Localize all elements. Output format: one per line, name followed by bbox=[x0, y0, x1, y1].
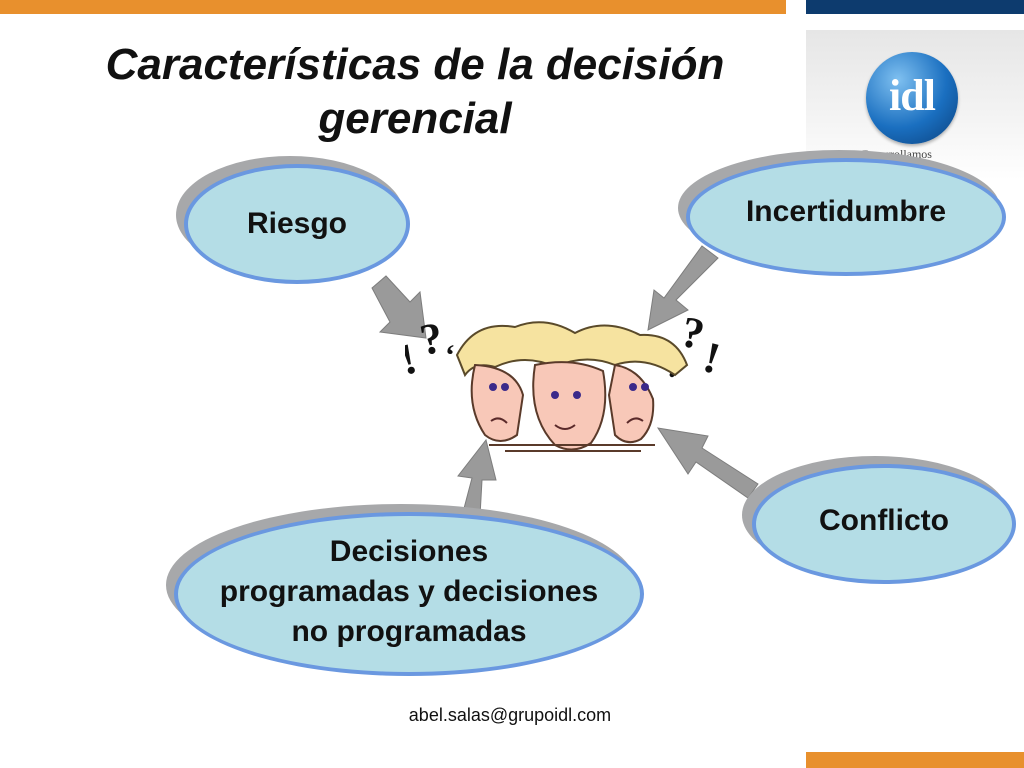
slide-title: Características de la decisión gerencial bbox=[30, 38, 800, 146]
arrow-icon bbox=[371, 275, 427, 339]
arrow-icon bbox=[647, 245, 719, 331]
title-line-2: gerencial bbox=[318, 94, 512, 143]
confused-heads-icon: ! ? ‘ ? ! ! bbox=[405, 307, 725, 452]
decisiones-node: Decisiones programadas y decisiones no p… bbox=[174, 512, 644, 676]
conflicto-node: Conflicto bbox=[752, 464, 1016, 584]
incertidumbre-label: Incertidumbre bbox=[745, 195, 947, 228]
riesgo-label: Riesgo bbox=[246, 207, 348, 240]
top-navy-bar bbox=[806, 0, 1024, 14]
svg-text:‘: ‘ bbox=[445, 339, 455, 372]
conflicto-label: Conflicto bbox=[819, 504, 949, 537]
logo-mark: idl bbox=[889, 71, 936, 120]
bottom-orange-bar bbox=[806, 752, 1024, 768]
footer-email: abel.salas@grupoidl.com bbox=[408, 705, 612, 725]
riesgo-node: Riesgo bbox=[184, 164, 410, 284]
top-orange-bar bbox=[0, 0, 786, 14]
svg-text:!: ! bbox=[405, 334, 422, 385]
logo-globe-icon bbox=[866, 52, 958, 144]
incertidumbre-node: Incertidumbre bbox=[686, 158, 1006, 276]
svg-text:?: ? bbox=[416, 313, 446, 365]
svg-text:?: ? bbox=[677, 307, 709, 360]
decisiones-line-3: no programadas bbox=[291, 615, 527, 648]
title-line-1: Características de la decisión bbox=[105, 40, 725, 89]
decisiones-line-2: programadas y decisiones bbox=[219, 575, 599, 608]
decisiones-line-1: Decisiones bbox=[329, 535, 489, 568]
arrow-icon bbox=[656, 427, 759, 499]
